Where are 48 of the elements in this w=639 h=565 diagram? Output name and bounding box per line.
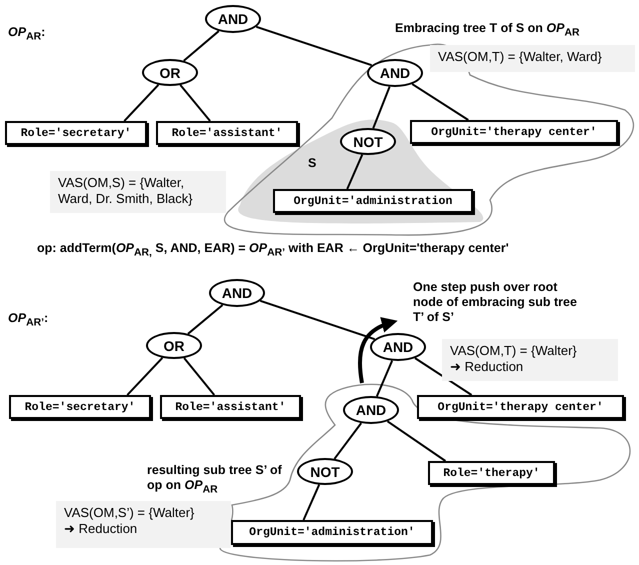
operator-ellipse: AND xyxy=(343,396,399,424)
tree-edge xyxy=(386,420,446,462)
operator-ellipse: NOT xyxy=(297,458,353,485)
tree-edge xyxy=(346,154,364,190)
operator-ellipse: AND xyxy=(209,279,265,307)
condition-box: Role='secretary' xyxy=(9,395,151,419)
condition-box: Role='therapy' xyxy=(428,461,555,485)
condition-box: OrgUnit='therapy center' xyxy=(417,395,624,419)
heading: Embracing tree T of S on OP$_{AR}$ xyxy=(395,21,580,40)
annotation-box xyxy=(442,339,618,381)
note-text: One step push over root node of embracing sub tree T’ of S’ xyxy=(413,280,578,325)
condition-box: Role='assistant' xyxy=(160,395,301,419)
operation-text: op: addTerm(OP$_{AR,}$ S, AND, EAR) = OP$_{AR’}$ with EAR ← OrgUnit='therapy center' xyxy=(37,241,509,260)
tree-edge xyxy=(187,304,224,335)
condition-box: Role='assistant' xyxy=(156,121,298,145)
tree-edge xyxy=(334,422,362,460)
subtree-label: S xyxy=(308,156,316,171)
annotation-box: VAS(OM,T) = {Walter, Ward} xyxy=(430,45,635,72)
tree-edge xyxy=(180,84,211,122)
tree-edge xyxy=(412,83,469,121)
tree-label: OP$_{AR}$: xyxy=(8,25,46,44)
tree-edge xyxy=(183,357,216,396)
tree-edge xyxy=(256,26,372,66)
tree-edge xyxy=(126,357,164,396)
tree-edge xyxy=(260,300,376,340)
condition-box: OrgUnit='administration xyxy=(273,189,473,213)
tree-edge xyxy=(372,86,391,129)
condition-box: Role='secretary' xyxy=(5,121,147,145)
operator-ellipse: OR xyxy=(142,59,198,86)
tree-edge xyxy=(376,360,394,397)
tree-edge xyxy=(183,30,220,62)
operator-ellipse: AND xyxy=(370,333,426,361)
annotation-text: ➜ Reduction xyxy=(450,359,524,375)
operator-ellipse: AND xyxy=(367,59,423,87)
subtree-label: resulting sub tree S’ of op on OP$_{AR}$ xyxy=(147,463,283,498)
tree-edge xyxy=(124,84,160,122)
annotation-text: VAS(OM,S’) = {Walter} xyxy=(64,505,196,521)
operator-ellipse: OR xyxy=(146,332,202,359)
operator-ellipse: AND xyxy=(205,5,261,33)
condition-box: OrgUnit='therapy center' xyxy=(410,120,618,144)
tree-edge xyxy=(302,484,320,520)
condition-box: OrgUnit='administration' xyxy=(231,520,433,545)
tree-edge xyxy=(414,357,472,396)
tree-label: OP$_{AR’}$: xyxy=(8,311,48,330)
annotation-text: VAS(OM,T) = {Walter} xyxy=(450,343,578,359)
annotation-box xyxy=(56,501,231,548)
annotation-text: ➜ Reduction xyxy=(64,521,138,537)
annotation-box: VAS(OM,S) = {Walter, Ward, Dr. Smith, Black} xyxy=(50,171,226,213)
